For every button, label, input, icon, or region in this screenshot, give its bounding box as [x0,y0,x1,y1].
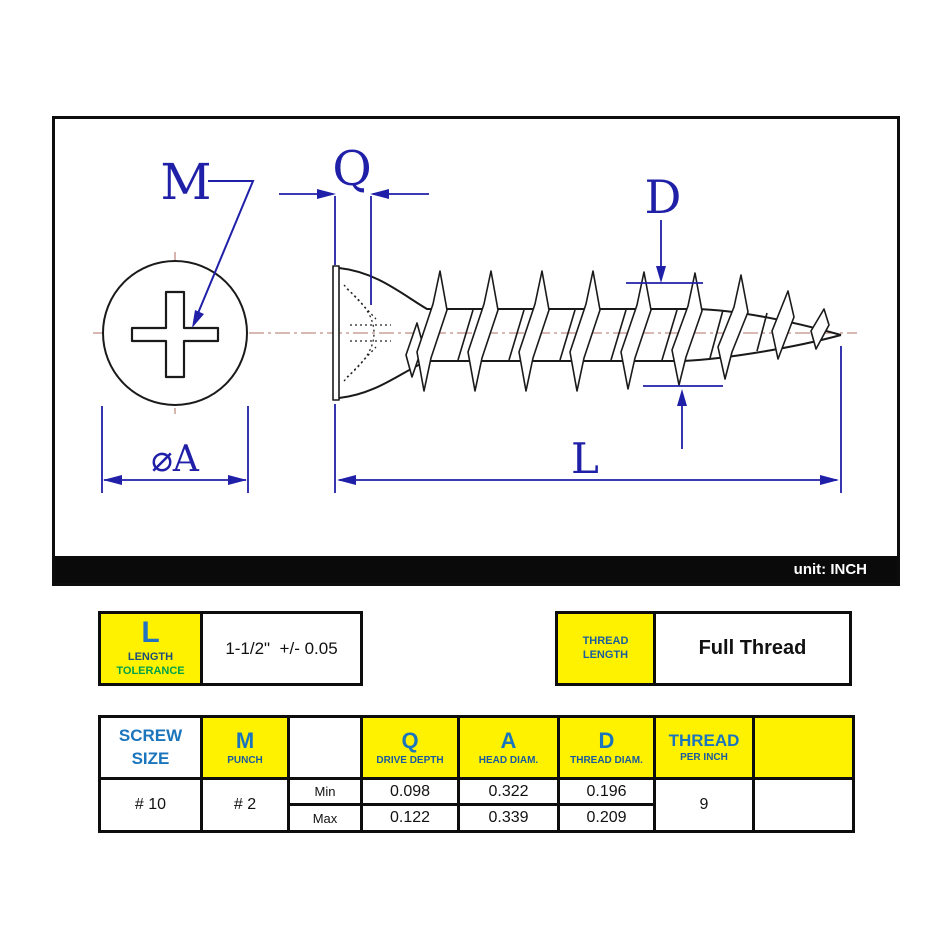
thread-length-label: LENGTH [582,648,629,661]
spec-min-row: # 10 # 2 Min 0.098 0.322 0.196 9 [98,777,855,833]
min-drive-depth: 0.098 [360,777,460,806]
thread-flights [405,270,830,392]
unit-bar: unit: INCH [55,556,897,583]
spec-empty-cell [752,777,855,833]
length-tolerance-value: 1-1/2" +/- 0.05 [225,638,338,658]
max-drive-depth: 0.122 [360,803,460,833]
thread-length-key: THREAD LENGTH [558,614,656,683]
length-tolerance-key: L LENGTH TOLERANCE [101,614,203,683]
screw-technical-drawing: M Q D [93,141,857,493]
thread-length-value: Full Thread [698,637,807,659]
head-front-view [102,260,248,406]
unit-label: unit: INCH [793,561,867,578]
dim-phi-a: ⌀A [101,406,249,493]
dim-label-q: Q [332,141,371,197]
spec-header-q-drive-depth: Q DRIVE DEPTH [360,715,460,780]
thread-per-inch-value: 9 [653,777,755,833]
tolerance-label: TOLERANCE [116,665,185,677]
spec-header-empty [287,715,363,780]
dim-label-phi-a: ⌀A [151,439,200,480]
spec-header-row: SCREW SIZE M PUNCH Q DRIVE DEPTH A HEAD … [98,715,855,780]
spec-max-row: Max 0.122 0.339 0.209 [100,803,854,833]
min-thread-diam: 0.196 [557,777,656,806]
thread-label: THREAD [582,634,629,647]
phillips-recess [130,290,220,379]
dim-label-l: L [571,434,599,483]
drawing-panel: M Q D [52,116,900,586]
thread-length-box: THREAD LENGTH Full Thread [555,611,852,686]
length-tolerance-box: L LENGTH TOLERANCE 1-1/2" +/- 0.05 [98,611,363,686]
spec-table: SCREW SIZE M PUNCH Q DRIVE DEPTH A HEAD … [98,715,855,833]
min-head-diam: 0.322 [457,777,560,806]
dim-label-m: M [160,153,211,211]
dim-q: Q [279,141,429,305]
min-label: Min [287,777,363,806]
max-thread-diam: 0.209 [557,803,656,833]
spec-header-m-punch: M PUNCH [200,715,290,780]
recess-hidden-lines [343,284,391,382]
dim-l: L [334,346,842,493]
dim-m: M [160,153,255,328]
spec-header-empty-right [752,715,855,780]
length-label: LENGTH [127,651,174,664]
thread-root-lines [457,309,768,361]
max-label: Max [287,803,363,833]
spec-header-a-head-diam: A HEAD DIAM. [457,715,560,780]
length-symbol: L [141,616,160,650]
punch-value: # 2 [200,777,290,833]
screw-size-value: # 10 [98,777,203,833]
spec-header-d-thread-diam: D THREAD DIAM. [557,715,656,780]
dim-d: D [626,170,723,449]
spec-header-thread-per-inch: THREAD PER INCH [653,715,755,780]
max-head-diam: 0.339 [457,803,560,833]
spec-header-screw-size: SCREW SIZE [98,715,203,780]
dim-label-d: D [645,170,682,224]
